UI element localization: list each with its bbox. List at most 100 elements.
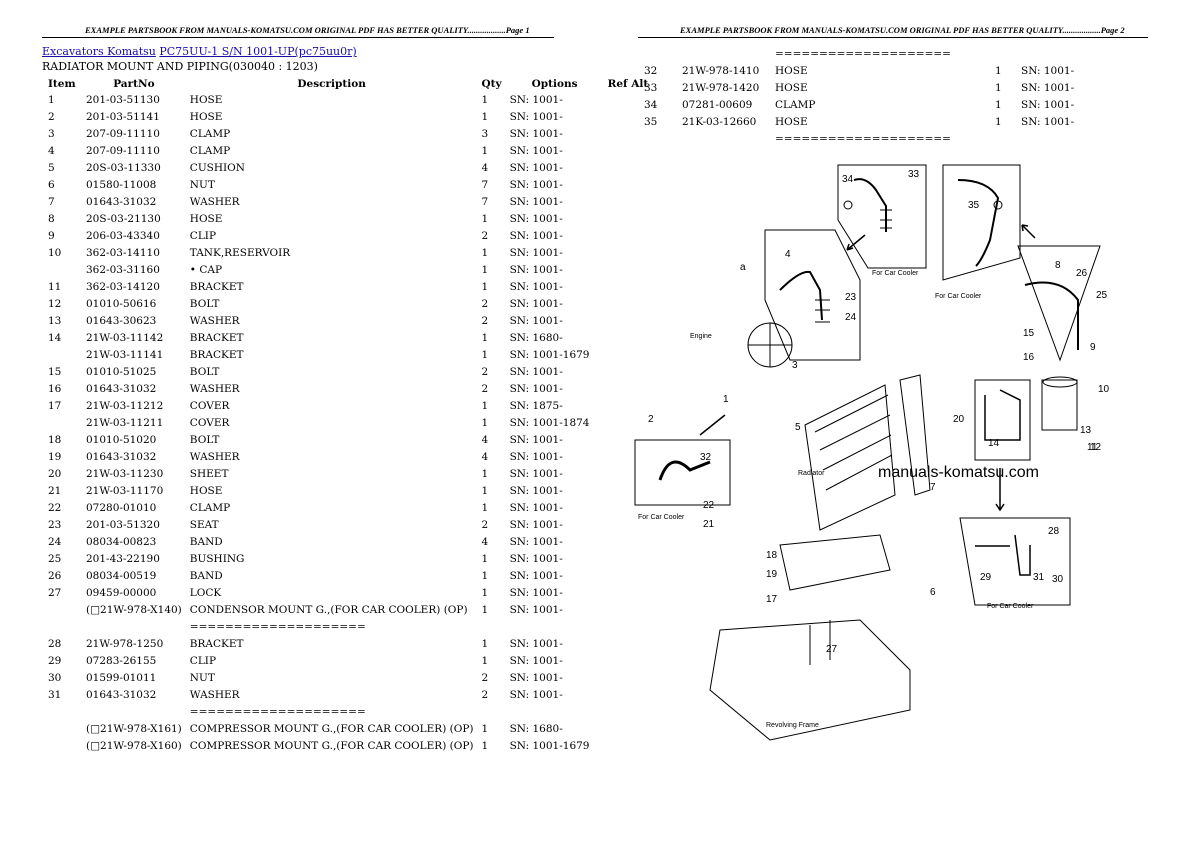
callout-35: 35	[968, 200, 980, 211]
cell-partno: (□21W-978-X160)	[86, 740, 182, 752]
cell-description: BRACKET	[189, 349, 244, 361]
cell-item	[44, 262, 82, 279]
cell-qty: 1	[481, 349, 489, 361]
exploded-parts-diagram: manuals-komatsu.com 12345678910111213141…	[634, 164, 1110, 741]
group-row-condensor: (□21W-978-X140)CONDENSOR MOUNT G.,(FOR C…	[44, 602, 652, 619]
cell-item: 27	[48, 587, 62, 599]
separator-row: ====================	[640, 46, 1115, 63]
cell-options: SN: 1001-	[509, 213, 563, 225]
caption-car-cooler-2: For Car Cooler	[935, 293, 982, 300]
cell-partno: 201-43-22190	[86, 553, 160, 565]
cell-options: SN: 1001-	[1021, 82, 1075, 94]
cell-qty: 1	[481, 468, 489, 480]
cell-options: SN: 1001-	[1021, 65, 1075, 77]
cell-options: SN: 1001-	[509, 604, 563, 616]
cell-item: 23	[48, 519, 62, 531]
callout-15: 15	[1023, 328, 1035, 339]
callout-12: 12	[1090, 442, 1102, 453]
callout-14: 14	[988, 438, 1000, 449]
callout-27: 27	[826, 644, 838, 655]
col-description-header: Description	[297, 77, 366, 90]
cell-options: SN: 1680-	[509, 332, 563, 344]
cell-partno: 362-03-31160	[86, 264, 160, 276]
inset-hose-detail-35	[942, 164, 1021, 281]
cell-item: 2	[48, 111, 55, 123]
callout-a: a	[740, 262, 746, 273]
cell-description: BAND	[189, 536, 223, 548]
cell-options: SN: 1680-	[509, 723, 563, 735]
cell-description: CUSHION	[189, 162, 245, 174]
cell-options: SN: 1001-	[509, 145, 563, 157]
cell-description: HOSE	[189, 94, 223, 106]
cell-partno: 207-09-11110	[86, 128, 160, 140]
cell-qty: 1	[481, 111, 489, 123]
cell-item: 25	[48, 553, 62, 565]
cell-qty: 1	[481, 587, 489, 599]
cell-description: COMPRESSOR MOUNT G.,(FOR CAR COOLER) (OP…	[189, 723, 474, 735]
callout-30: 30	[1052, 574, 1064, 585]
callout-9: 9	[1090, 342, 1096, 353]
cell-options: SN: 1001-	[1021, 116, 1075, 128]
callout-25: 25	[1096, 290, 1108, 301]
breadcrumb-link-model[interactable]: PC75UU-1 S/N 1001-UP(pc75uu0r)	[159, 45, 357, 58]
cell-qty: 1	[995, 82, 1002, 94]
cell-options: SN: 1001-	[509, 468, 563, 480]
cell-partno: 21W-03-11230	[86, 468, 164, 480]
cell-options: SN: 1001-	[509, 536, 563, 548]
cell-description: SEAT	[189, 519, 219, 531]
cell-description: NUT	[189, 179, 215, 191]
cell-item: 15	[48, 366, 62, 378]
fan	[747, 322, 793, 368]
callout-2: 2	[648, 414, 654, 425]
callout-10: 10	[1098, 384, 1110, 395]
cell-item: 6	[48, 179, 55, 191]
cell-qty: 2	[481, 689, 489, 701]
cell-item: 16	[48, 383, 62, 395]
cell-description: LOCK	[189, 587, 222, 599]
cell-qty: 1	[481, 332, 489, 344]
cell-partno: 20S-03-11330	[86, 162, 161, 174]
cell-item: 33	[644, 82, 658, 94]
cell-description: BRACKET	[189, 638, 244, 650]
cell-partno: 08034-00519	[86, 570, 157, 582]
cell-item: 13	[48, 315, 62, 327]
breadcrumb-link-excavators[interactable]: Excavators Komatsu	[42, 45, 156, 58]
cell-partno: 362-03-14110	[86, 247, 160, 259]
cell-options: SN: 1001-	[509, 366, 563, 378]
callout-1: 1	[723, 394, 729, 405]
cell-options: SN: 1001-	[509, 247, 563, 259]
radiator-core	[804, 374, 931, 531]
cell-item: 14	[48, 332, 62, 344]
cell-description: BOLT	[189, 434, 220, 446]
cell-qty: 1	[481, 740, 489, 752]
cell-partno: 201-03-51320	[86, 519, 160, 531]
cell-partno: 21W-978-1420	[682, 82, 760, 94]
separator-row: ====================	[640, 131, 1115, 148]
cell-description: HOSE	[775, 65, 808, 77]
cell-description: CLAMP	[189, 145, 231, 157]
cell-item	[44, 347, 82, 364]
cell-options: SN: 1001-	[509, 502, 563, 514]
cell-partno: 21K-03-12660	[682, 116, 757, 128]
cell-description: BUSHING	[189, 553, 245, 565]
cell-description: COVER	[189, 400, 230, 412]
cell-partno: 207-09-11110	[86, 145, 160, 157]
group-row-compressor-1680: (□21W-978-X161)COMPRESSOR MOUNT G.,(FOR …	[44, 721, 652, 738]
cell-item: 5	[48, 162, 55, 174]
cell-description: NUT	[189, 672, 215, 684]
cell-item: 22	[48, 502, 62, 514]
